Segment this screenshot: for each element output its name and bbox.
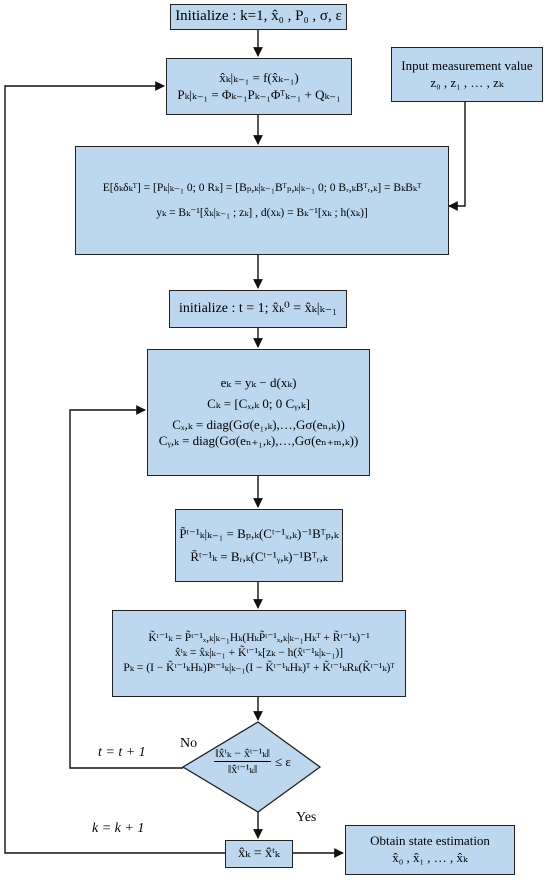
gain-p-formula: Pₖ = (I − K̃ᵗ⁻¹ₖHₖ)Pᵗ⁻¹ₖ|ₖ₋₁(I − K̃ᵗ⁻¹ₖH… [123,661,395,674]
output-title: Obtain state estimation [370,833,490,849]
arrow-no-loop [69,405,183,769]
cov-p-formula: P̃ᵗ⁻¹ₖ|ₖ₋₁ = Bₚ,ₖ(Cᵗ⁻¹ₓ,ₖ)⁻¹Bᵀₚ,ₖ [179,525,339,541]
output-values: x̂₀ , x̂₁ , … , x̂ₖ [392,850,468,865]
node-predict: x̂ₖ|ₖ₋₁ = f(x̂ₖ₋₁) Pₖ|ₖ₋₁ = Φₖ₋₁Pₖ₋₁Φᵀₖ₋… [166,58,352,115]
predict-state-formula: x̂ₖ|ₖ₋₁ = f(x̂ₖ₋₁) [219,69,299,85]
measurement-values: z₀ , z₁ , … , zₖ [430,74,504,90]
label-k-increment: k = k + 1 [92,821,145,836]
label-yes: Yes [296,810,317,825]
regression-y-formula: yₖ = Bₖ⁻¹[x̂ₖ|ₖ₋₁ ; zₖ] , d(xₖ) = Bₖ⁻¹[x… [156,206,368,219]
arrow-k-loop [4,81,225,854]
node-update: x̂ₖ = x̂ᵗₖ [225,840,293,868]
regression-cov-formula: E[δₖδₖᵀ] = [Pₖ|ₖ₋₁ 0; 0 Rₖ] = [Bₚ,ₖ|ₖ₋₁B… [102,181,422,194]
initialize-text: Initialize : k=1, x̂₀ , P₀ , σ, ε [175,8,342,25]
decision-denominator: ‖x̂ᵗ⁻¹ₖ‖ [227,762,258,776]
measurement-title: Input measurement value [401,57,533,73]
decision-diamond [181,721,322,813]
decision-numerator: ‖x̂ᵗₖ − x̂ᵗ⁻¹ₖ‖ [214,746,271,762]
decision-condition: ‖x̂ᵗₖ − x̂ᵗ⁻¹ₖ‖ ‖x̂ᵗ⁻¹ₖ‖ ≤ ε [205,746,300,777]
kernel-error-formula: eₖ = yₖ − d(xₖ) [220,375,297,391]
kernel-cy-formula: Cᵧ,ₖ = diag(Gσ(eₙ₊₁,ₖ),…,Gσ(eₙ₊ₘ,ₖ)) [158,433,359,449]
node-kernel: eₖ = yₖ − d(xₖ) Cₖ = [Cₓ,ₖ 0; 0 Cᵧ,ₖ] Cₓ… [147,349,370,476]
kernel-c-formula: Cₖ = [Cₓ,ₖ 0; 0 Cᵧ,ₖ] [207,395,310,411]
init-t-text: initialize : t = 1; x̂ₖ⁰ = x̂ₖ|ₖ₋₁ [179,301,337,317]
predict-cov-formula: Pₖ|ₖ₋₁ = Φₖ₋₁Pₖ₋₁Φᵀₖ₋₁ + Qₖ₋₁ [177,86,341,102]
update-text: x̂ₖ = x̂ᵗₖ [238,846,280,862]
cov-r-formula: R̃ᵗ⁻¹ₖ = Bᵣ,ₖ(Cᵗ⁻¹ᵧ,ₖ)⁻¹Bᵀᵣ,ₖ [190,548,328,564]
node-output: Obtain state estimation x̂₀ , x̂₁ , … , … [345,825,515,875]
arrow-measurement-to-regression [448,102,466,211]
node-init-t: initialize : t = 1; x̂ₖ⁰ = x̂ₖ|ₖ₋₁ [169,290,347,328]
gain-x-formula: x̂ᵗₖ = x̂ₖ|ₖ₋₁ + K̃ᵗ⁻¹ₖ[zₖ − h(x̂ᵗ⁻¹ₖ|ₖ₋… [174,647,344,660]
label-t-increment: t = t + 1 [98,745,146,760]
gain-k-formula: K̃ᵗ⁻¹ₖ = P̃ᵗ⁻¹ₓ,ₖ|ₖ₋₁Hₖ(HₖP̃ᵗ⁻¹ₓ,ₖ|ₖ₋₁Hₖ… [148,632,370,645]
node-initialize: Initialize : k=1, x̂₀ , P₀ , σ, ε [170,4,347,30]
label-no: No [180,736,198,751]
kernel-cx-formula: Cₓ,ₖ = diag(Gσ(e₁,ₖ),…,Gσ(eₙ,ₖ)) [172,416,345,432]
node-covariance: P̃ᵗ⁻¹ₖ|ₖ₋₁ = Bₚ,ₖ(Cᵗ⁻¹ₓ,ₖ)⁻¹Bᵀₚ,ₖ R̃ᵗ⁻¹ₖ… [175,509,343,582]
node-measurement: Input measurement value z₀ , z₁ , … , zₖ [391,47,543,102]
node-gain: K̃ᵗ⁻¹ₖ = P̃ᵗ⁻¹ₓ,ₖ|ₖ₋₁Hₖ(HₖP̃ᵗ⁻¹ₓ,ₖ|ₖ₋₁Hₖ… [112,610,406,697]
node-regression: E[δₖδₖᵀ] = [Pₖ|ₖ₋₁ 0; 0 Rₖ] = [Bₚ,ₖ|ₖ₋₁B… [75,146,449,255]
decision-relation: ≤ ε [274,753,291,769]
